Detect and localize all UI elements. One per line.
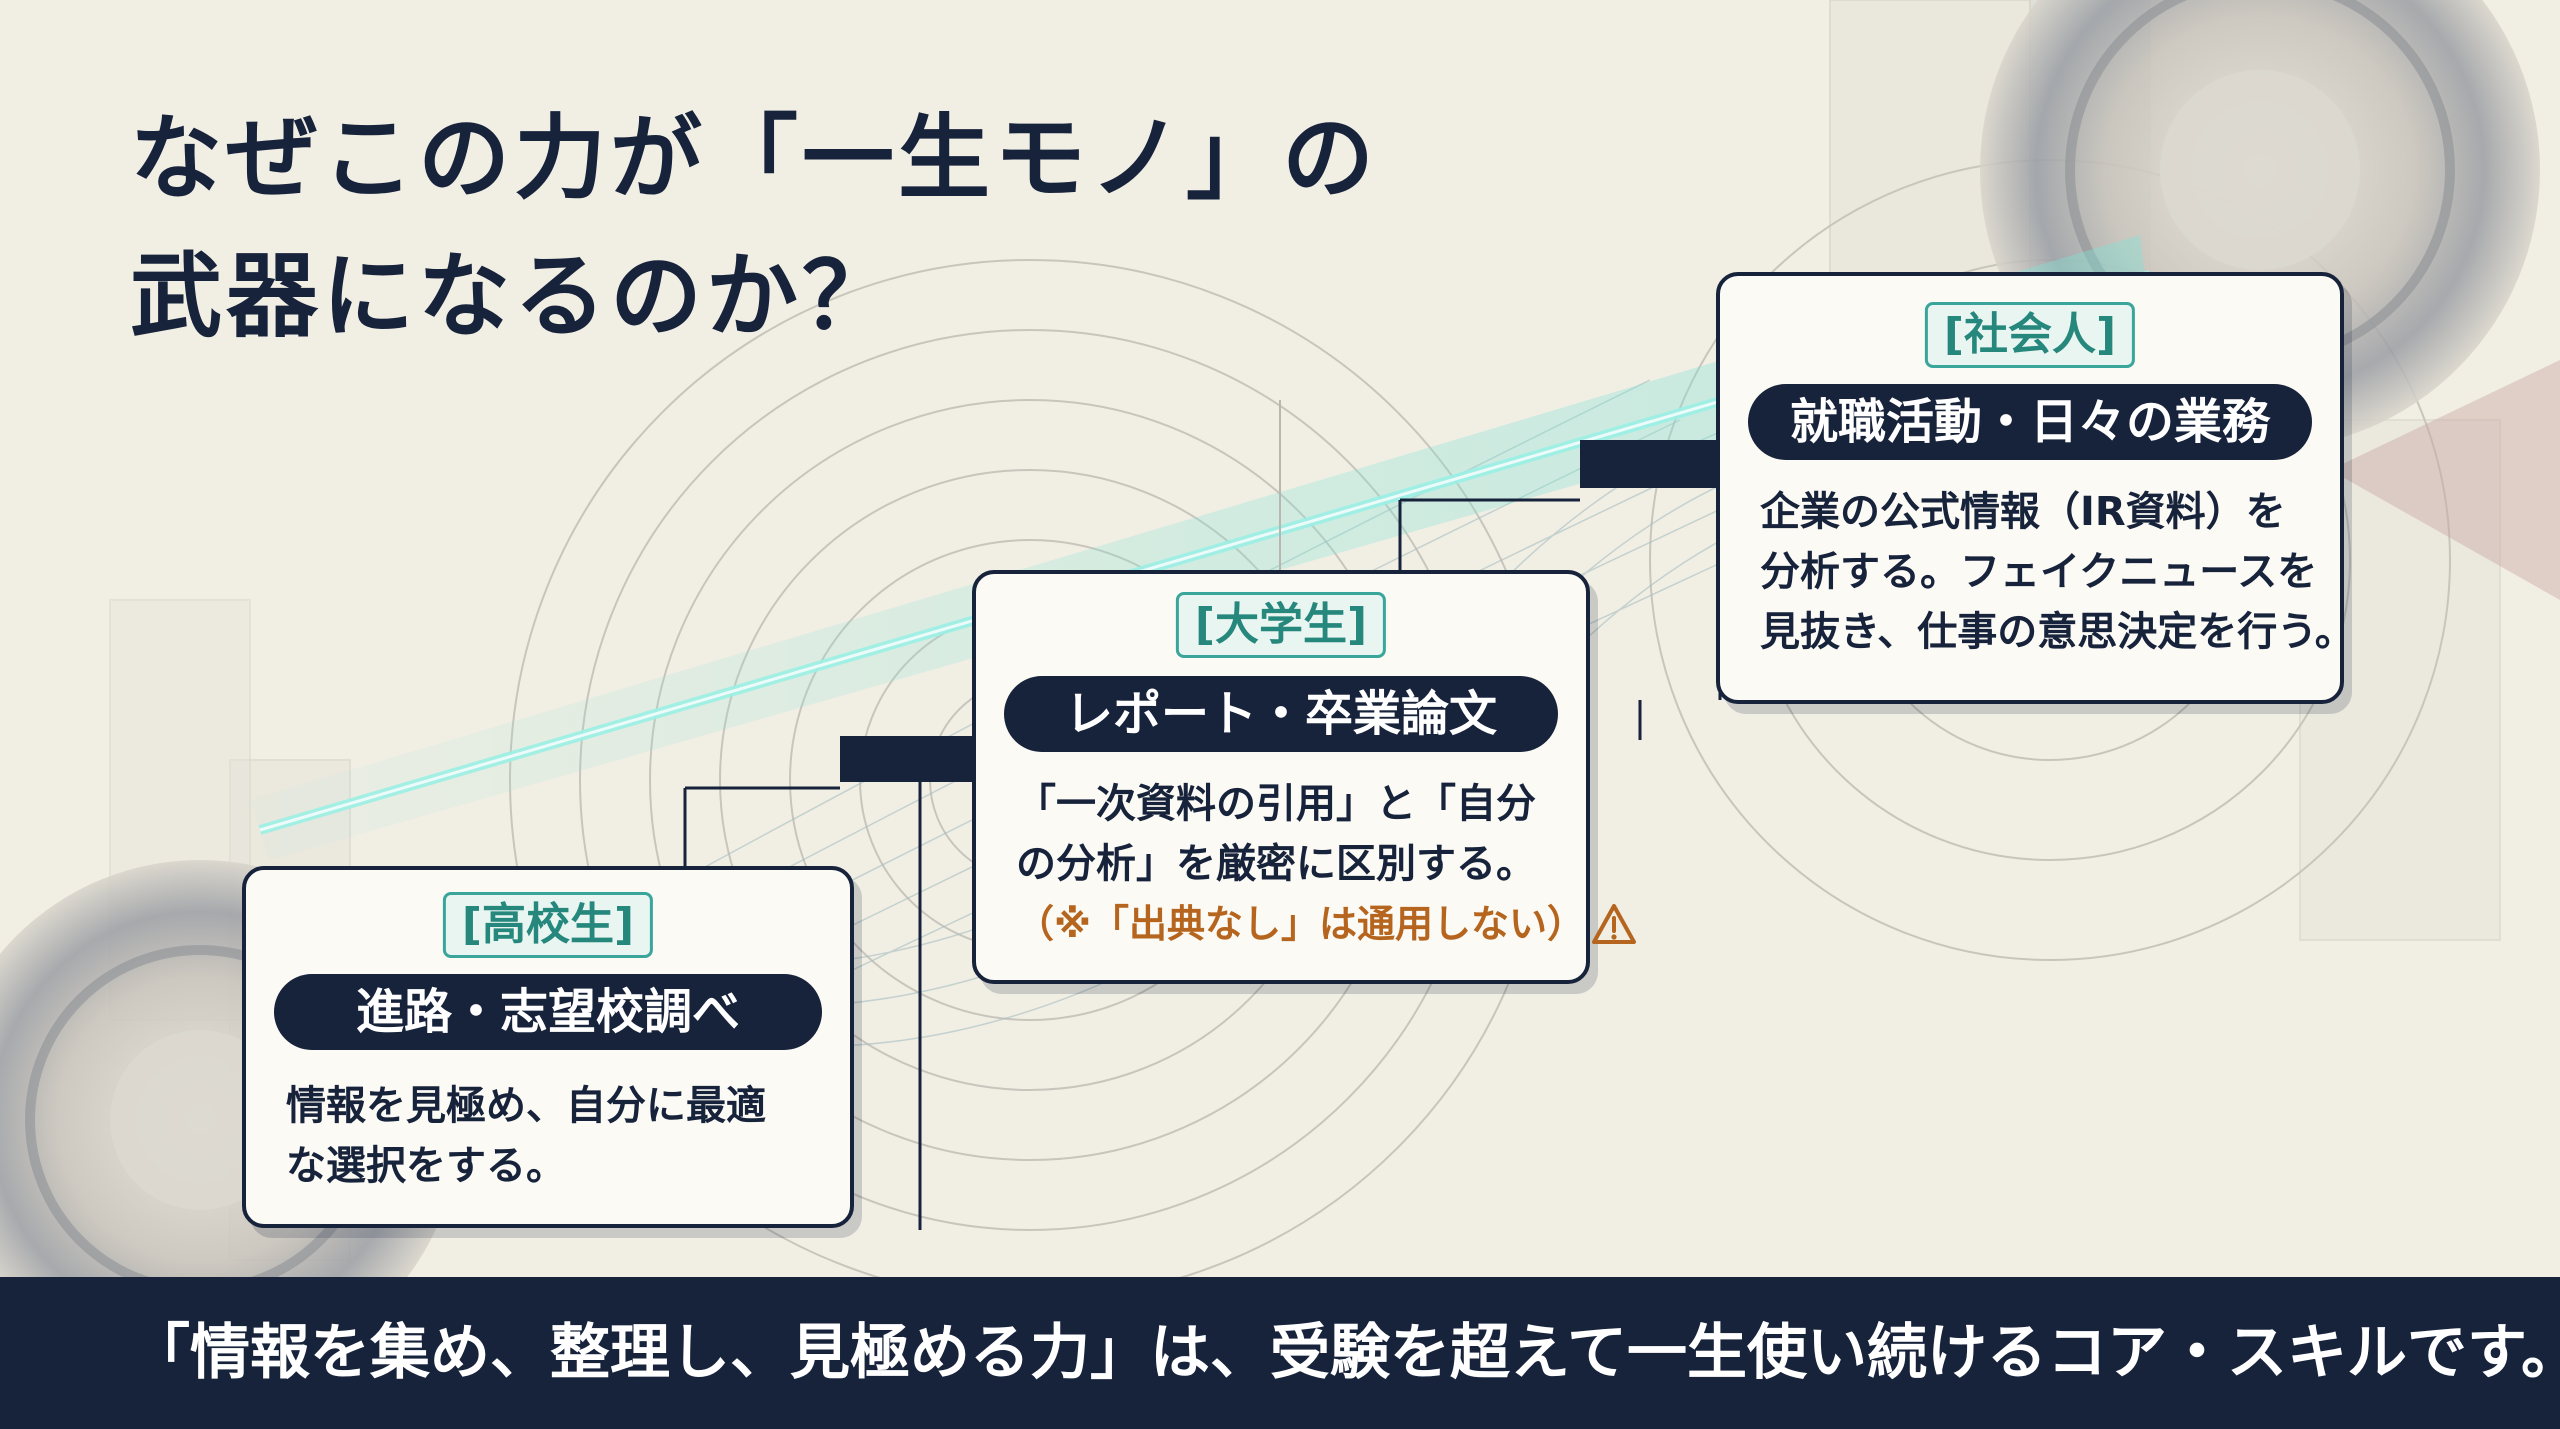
stage-description: 企業の公式情報（IR資料）を 分析する。フェイクニュースを 見抜き、仕事の意思決… (1760, 482, 2355, 662)
stage-label: [高校生] (442, 892, 654, 958)
page-title-line-1: なぜこの力が「一生モノ」の (130, 105, 1379, 212)
stage-heading: レポート・卒業論文 (1004, 676, 1558, 752)
stage-description: 情報を見極め、自分に最適 な選択をする。 (286, 1076, 820, 1196)
stage-description-line: な選択をする。 (286, 1143, 566, 1189)
stage-label: [大学生] (1175, 592, 1387, 658)
stage-description-line: 企業の公式情報（IR資料）を (1760, 489, 2286, 535)
stage-description-line: 分析する。フェイクニュースを (1760, 549, 2318, 595)
stage-note: （※「出典なし」は通用しない） (1016, 894, 1636, 954)
stage-card-university: [大学生] レポート・卒業論文 「一次資料の引用」と「自分 の分析」を厳密に区別… (972, 570, 1636, 984)
stage-note-text: （※「出典なし」は通用しない） (1016, 902, 1585, 946)
page-title: なぜこの力が「一生モノ」の 武器になるのか？ (130, 90, 1378, 366)
warning-icon (1591, 904, 1636, 944)
stage-label: [社会人] (1924, 302, 2136, 368)
stage-heading: 進路・志望校調べ (274, 974, 822, 1050)
footer-text: 「情報を集め、整理し、見極める力」は、受験を超えて一生使い続けるコア・スキルです… (130, 1318, 2560, 1388)
stage-heading: 就職活動・日々の業務 (1748, 384, 2312, 460)
stage-description: 「一次資料の引用」と「自分 の分析」を厳密に区別する。 （※「出典なし」は通用し… (1016, 774, 1636, 954)
stage-card-high-school: [高校生] 進路・志望校調べ 情報を見極め、自分に最適 な選択をする。 (242, 866, 854, 1228)
staircase-connectors (683, 400, 1722, 1230)
page-title-line-2: 武器になるのか？ (130, 243, 899, 350)
stage-card-working-adult: [社会人] 就職活動・日々の業務 企業の公式情報（IR資料）を 分析する。フェイ… (1716, 272, 2355, 704)
stage-description-line: の分析」を厳密に区別する。 (1016, 841, 1536, 887)
stage-description-line: 見抜き、仕事の意思決定を行う。 (1760, 609, 2355, 655)
stage-description-line: 「一次資料の引用」と「自分 (1016, 781, 1536, 827)
stage-description-line: 情報を見極め、自分に最適 (286, 1083, 766, 1129)
footer-banner: 「情報を集め、整理し、見極める力」は、受験を超えて一生使い続けるコア・スキルです… (0, 1277, 2560, 1429)
